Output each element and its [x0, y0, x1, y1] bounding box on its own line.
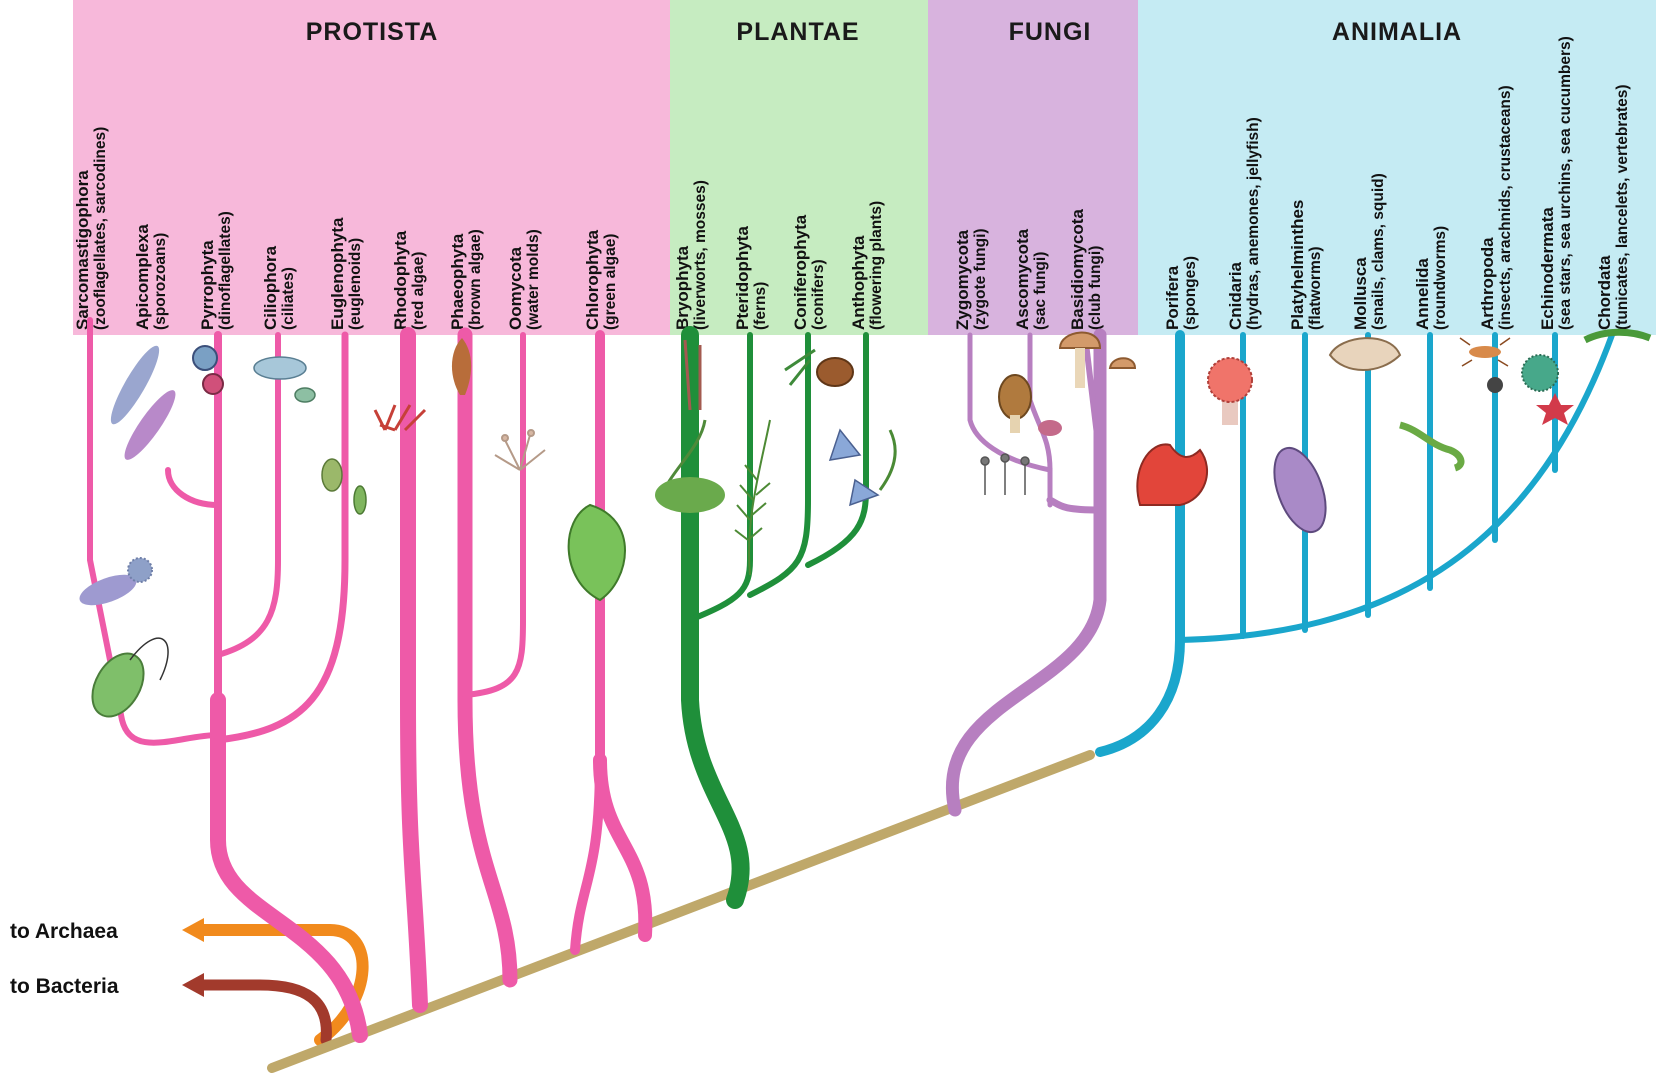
plantae-branches	[690, 335, 866, 900]
flower-icon	[830, 430, 895, 505]
taxon-name: Chlorophyta	[583, 229, 602, 330]
taxon-common-name: (hydras, anemones, jellyfish)	[1245, 117, 1262, 330]
kingdom-label-protista: PROTISTA	[306, 18, 439, 46]
kingdom-label-fungi: FUNGI	[1009, 18, 1092, 46]
taxon-name: Oomycota	[506, 246, 525, 330]
taxon-name: Porifera	[1163, 265, 1182, 330]
organism-illustrations	[76, 332, 1650, 725]
taxon-name: Apicomplexa	[133, 224, 152, 330]
taxon-name: Bryophyta	[673, 245, 692, 330]
taxon-common-name: (flowering plants)	[868, 201, 885, 330]
taxon-name: Zygomycota	[953, 229, 972, 330]
amoeba-and-euglena-icon	[76, 558, 168, 725]
taxon-common-name: (tunicates, lancelets, vertebrates)	[1614, 84, 1631, 330]
branch-ciliophora	[218, 335, 278, 655]
protista-branches	[90, 320, 645, 1035]
taxon-label-apicomplexa: Apicomplexa(sporozoans)	[133, 224, 169, 330]
taxon-common-name: (green algae)	[602, 234, 619, 330]
branch-rhodophyta	[408, 335, 420, 1005]
bacteria-branch	[200, 985, 326, 1040]
taxon-common-name: (zooflagellates, sarcodines)	[92, 127, 109, 330]
taxon-name: Mollusca	[1351, 257, 1370, 330]
insect-icon	[1460, 338, 1510, 393]
taxon-common-name: (ciliates)	[280, 267, 297, 330]
taxon-common-name: (conifers)	[810, 259, 827, 330]
lizard-icon	[1585, 332, 1650, 340]
taxon-common-name: (sporozoans)	[152, 233, 169, 330]
taxon-common-name: (liverworts, mosses)	[692, 180, 709, 330]
archaea-label: to Archaea	[10, 920, 118, 943]
taxon-common-name: (red algae)	[410, 252, 427, 330]
taxon-name: Pteridophyta	[733, 226, 752, 330]
eukaryote-trunk	[272, 755, 1090, 1068]
taxon-name: Rhodophyta	[391, 230, 410, 330]
taxon-name: Arthropoda	[1478, 237, 1497, 330]
taxon-common-name: (euglenoids)	[347, 238, 364, 330]
taxon-name: Ascomycota	[1013, 228, 1032, 330]
taxon-name: Basidiomycota	[1068, 209, 1087, 330]
taxon-label-zygomycota: Zygomycota(zygote fungi)	[953, 228, 989, 330]
taxon-name: Echinodermata	[1538, 207, 1557, 330]
branch-phaeophyta	[465, 335, 510, 980]
kingdom-label-plantae: PLANTAE	[736, 18, 859, 46]
taxon-label-porifera: Porifera(sponges)	[1163, 256, 1199, 330]
taxon-name: Chordata	[1595, 255, 1614, 330]
taxon-name: Pyrrophyta	[198, 240, 217, 330]
sea-star-icon	[1522, 355, 1574, 425]
taxon-label-phaeophyta: Phaeophyta(brown algae)	[448, 229, 484, 330]
branch-apicomplexa	[168, 470, 218, 505]
clam-icon	[1330, 338, 1400, 370]
green-algae-icon	[569, 505, 625, 600]
taxon-name: Anthophyta	[849, 235, 868, 330]
flatworm-icon	[1264, 441, 1335, 539]
sporozoan-icon	[104, 341, 182, 465]
branch-zygomycota	[1050, 500, 1100, 510]
taxon-name: Cnidaria	[1226, 261, 1245, 330]
taxon-common-name: (zygote fungi)	[972, 228, 989, 330]
branch-chlorophyta-base	[600, 760, 645, 935]
taxon-name: Platyhelminthes	[1288, 200, 1307, 330]
animalia-band	[1138, 0, 1656, 335]
taxon-common-name: (ferns)	[752, 282, 769, 330]
taxon-name: Euglenophyta	[328, 217, 347, 330]
taxon-name: Annelida	[1413, 258, 1432, 330]
animalia-branches	[1100, 335, 1612, 752]
taxon-common-name: (roundworms)	[1432, 226, 1449, 330]
branch-chlorophyta	[575, 335, 600, 950]
branch-oomycota	[465, 335, 523, 695]
animalia-branch-base	[1100, 335, 1180, 752]
taxon-common-name: (snails, clams, squid)	[1370, 173, 1387, 330]
taxon-common-name: (dinoflagellates)	[217, 211, 234, 330]
branch-ascomycota	[1030, 335, 1050, 470]
taxon-common-name: (sea stars, sea urchins, sea cucumbers)	[1557, 36, 1574, 330]
taxon-name: Ciliophora	[261, 245, 280, 330]
taxon-common-name: (sponges)	[1182, 256, 1199, 330]
taxon-label-chlorophyta: Chlorophyta(green algae)	[583, 229, 619, 330]
bread-mold-icon	[981, 454, 1029, 495]
taxon-common-name: (brown algae)	[467, 229, 484, 330]
ciliate-icon	[254, 357, 315, 402]
taxon-name: Phaeophyta	[448, 233, 467, 330]
kingdom-label-animalia: ANIMALIA	[1332, 18, 1462, 46]
archaea-arrow-icon	[182, 918, 204, 942]
taxon-name: Coniferophyta	[791, 214, 810, 330]
bacteria-arrow-icon	[182, 973, 204, 997]
taxon-common-name: (water molds)	[525, 229, 542, 330]
taxon-common-name: (flatworms)	[1307, 246, 1324, 330]
taxon-common-name: (club fungi)	[1087, 246, 1104, 330]
branch-euglenophyta	[218, 335, 345, 740]
taxon-name: Sarcomastigophora	[73, 170, 92, 330]
sponge-icon	[1137, 444, 1207, 505]
taxon-common-name: (insects, arachnids, crustaceans)	[1497, 85, 1514, 330]
taxon-common-name: (sac fungi)	[1032, 252, 1049, 330]
bacteria-label: to Bacteria	[10, 975, 119, 998]
pine-cone-icon	[785, 350, 853, 386]
